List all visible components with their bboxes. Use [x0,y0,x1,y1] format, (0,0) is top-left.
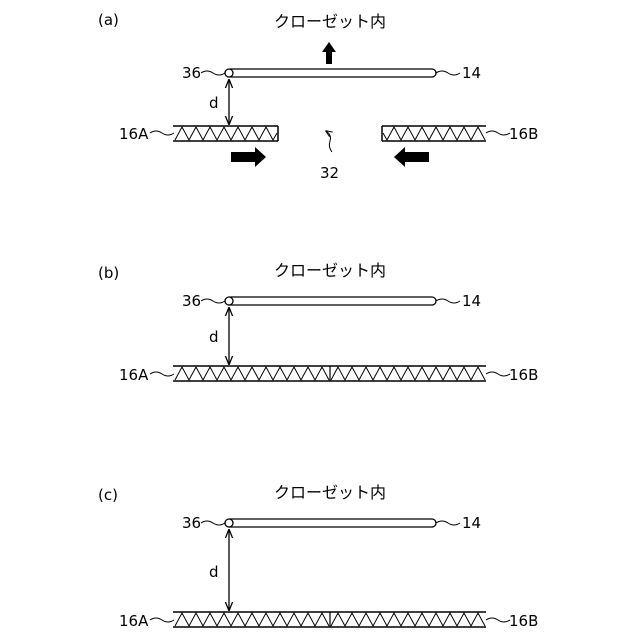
member-14 [226,519,436,527]
label-36: 36 [182,292,201,310]
pivot-36 [225,519,233,527]
label-14: 14 [462,292,481,310]
left-arrow-icon [394,147,429,167]
label-16b: 16B [509,612,538,630]
leader-36 [201,299,225,303]
panel-a: (a) クローゼット内 36 14 d 16A 16B [98,11,538,182]
panel-b: (b) クローゼット内 36 14 d 16A 16B [98,261,538,384]
label-14: 14 [462,514,481,532]
leader-16a [150,618,174,622]
leader-14 [436,71,460,75]
member-14 [226,69,436,77]
member-14 [226,297,436,305]
leader-16a [150,131,174,135]
leader-36 [201,521,225,525]
distance-label: d [209,94,219,112]
closed-panels [173,612,486,627]
label-16a: 16A [119,125,149,143]
label-32: 32 [320,164,339,182]
label-16b: 16B [509,366,538,384]
up-arrow-icon [322,42,336,64]
panel-a-title: クローゼット内 [274,12,386,31]
distance-label: d [209,328,219,346]
panel-16b [382,126,486,141]
leader-14 [436,299,460,303]
pivot-36 [225,297,233,305]
right-arrow-icon [231,147,266,167]
label-36: 36 [182,514,201,532]
closed-panels [173,366,486,381]
leader-32 [326,131,332,152]
panel-b-label: (b) [98,264,119,282]
panel-c: (c) クローゼット内 36 14 d 16A 16B [98,483,538,630]
leader-16b [486,372,510,376]
leader-16b [486,131,510,135]
label-16a: 16A [119,612,149,630]
label-14: 14 [462,64,481,82]
leader-14 [436,521,460,525]
leader-16b [486,618,510,622]
panel-a-label: (a) [98,11,119,29]
leader-36 [201,71,225,75]
panel-16a [173,126,278,141]
label-16a: 16A [119,366,149,384]
panel-c-title: クローゼット内 [274,483,386,502]
panel-b-title: クローゼット内 [274,261,386,280]
label-36: 36 [182,64,201,82]
pivot-36 [225,69,233,77]
label-16b: 16B [509,125,538,143]
panel-c-label: (c) [98,486,118,504]
distance-label: d [209,563,219,581]
leader-16a [150,372,174,376]
